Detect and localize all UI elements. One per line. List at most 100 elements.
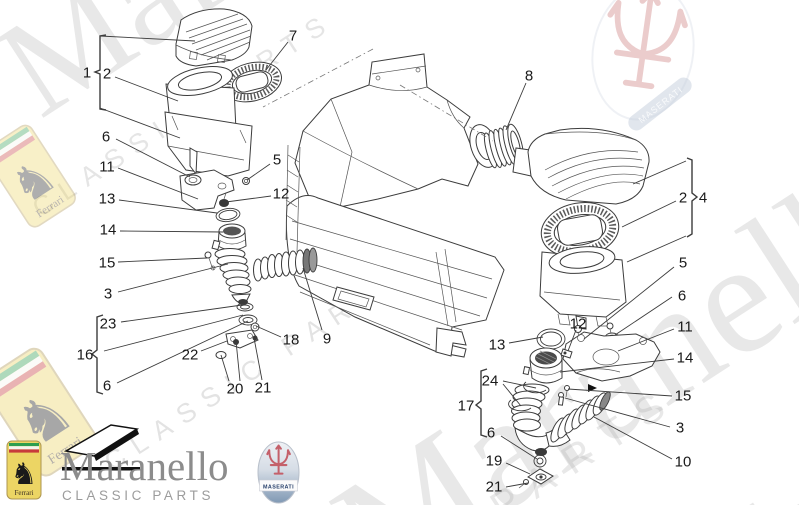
callout-22: 22 xyxy=(182,346,199,363)
callout-2: 2 xyxy=(679,189,687,206)
leader-line xyxy=(567,388,673,397)
leader-line xyxy=(117,167,199,200)
leader-line xyxy=(99,107,181,139)
leader-line xyxy=(614,296,673,336)
callout-11: 11 xyxy=(677,318,693,335)
leader-line xyxy=(220,354,230,382)
leader-line xyxy=(115,138,191,178)
group-brackets xyxy=(90,34,699,438)
callout-13: 13 xyxy=(489,336,506,353)
intake-duct xyxy=(294,53,499,208)
washer-6-bottom-right xyxy=(533,454,547,468)
callout-2: 2 xyxy=(103,65,111,82)
air-cleaner-body-left xyxy=(165,66,237,131)
leader-line xyxy=(119,230,224,233)
leader-line xyxy=(200,340,228,352)
callout-21: 21 xyxy=(486,478,503,495)
callout-17: 17 xyxy=(458,397,475,414)
clamp-12-right xyxy=(560,348,573,359)
corrugated-hose-3-left xyxy=(214,248,252,305)
callout-9: 9 xyxy=(323,330,331,347)
callout-21: 21 xyxy=(255,379,272,396)
support-bracket-left xyxy=(179,169,235,211)
leader-line xyxy=(225,195,272,203)
callout-15: 15 xyxy=(99,254,116,271)
callout-7: 7 xyxy=(289,27,297,44)
leader-lines xyxy=(99,35,687,488)
leader-line xyxy=(265,41,289,71)
hose-clamp-24a xyxy=(523,381,547,394)
leader-line xyxy=(500,435,538,460)
watermark-maserati-text: MASERATI xyxy=(637,84,685,125)
callout-24: 24 xyxy=(482,372,499,389)
logo-classic-parts-text: CLASSIC PARTS xyxy=(62,488,214,503)
callout-12: 12 xyxy=(570,315,587,332)
ferrari-badge xyxy=(6,440,42,500)
leader-line xyxy=(99,35,196,42)
plate-19 xyxy=(527,468,554,485)
leader-line xyxy=(114,76,179,102)
leader-line xyxy=(632,160,687,185)
callout-20: 20 xyxy=(227,380,244,397)
leader-line xyxy=(246,163,271,181)
leader-line xyxy=(505,82,527,131)
group-bracket xyxy=(90,314,104,395)
panel-foot xyxy=(435,327,467,357)
alignment-line xyxy=(399,84,494,142)
corrugated-elbow-17 xyxy=(511,383,552,456)
air-cleaner-base-left xyxy=(164,111,253,177)
washer-23 xyxy=(236,302,254,312)
leader-line xyxy=(583,266,675,340)
leader-line xyxy=(617,328,675,352)
logo-maranello-text: Maranello xyxy=(60,443,228,489)
callout-15: 15 xyxy=(675,387,692,404)
leader-line xyxy=(564,397,671,428)
adapter-14-right xyxy=(522,347,563,384)
leader-line xyxy=(253,337,263,381)
air-cleaner-base-right xyxy=(539,246,627,330)
flow-arrow xyxy=(588,384,597,392)
group-bracket xyxy=(93,34,107,111)
callout-11: 11 xyxy=(99,158,115,175)
group-bracket xyxy=(474,368,488,438)
leader-line xyxy=(120,304,243,323)
maserati-roundel: MASERATI xyxy=(257,441,300,504)
watermark-maserati-roundel: MASERATI xyxy=(591,0,695,131)
callout-5: 5 xyxy=(679,254,687,271)
callout-6: 6 xyxy=(103,377,111,394)
pin-3-right xyxy=(557,392,565,406)
air-filter-element-left xyxy=(222,61,282,103)
leader-line xyxy=(626,235,687,263)
leader-line xyxy=(559,358,675,373)
diagram-art xyxy=(164,8,661,489)
leader-line xyxy=(117,263,229,293)
callout-19: 19 xyxy=(486,452,503,469)
radiator-panel xyxy=(285,144,505,358)
callout-6: 6 xyxy=(487,424,495,441)
callout-8: 8 xyxy=(525,67,533,84)
o-ring-13-left xyxy=(215,207,241,223)
logo-arrow-ribbon xyxy=(62,424,140,471)
leader-line xyxy=(502,383,522,407)
leader-line xyxy=(505,462,531,475)
leader-line xyxy=(502,380,537,389)
callout-14: 14 xyxy=(677,349,694,366)
group-bracket xyxy=(686,157,699,238)
leader-line xyxy=(118,199,218,214)
elbow-hose-9 xyxy=(253,247,318,282)
plug-12-left xyxy=(219,192,229,207)
leader-line xyxy=(302,267,323,331)
grommet-16 xyxy=(238,314,258,326)
callout-6: 6 xyxy=(102,128,110,145)
gasket-8 xyxy=(483,123,524,169)
sleeve-14-left xyxy=(211,223,247,251)
leader-line xyxy=(103,314,244,352)
callout-6: 6 xyxy=(678,287,686,304)
callout-5: 5 xyxy=(273,151,281,168)
hose-clamp-24b xyxy=(508,399,532,412)
leader-line xyxy=(567,329,577,352)
callout-14: 14 xyxy=(100,221,117,238)
leader-line xyxy=(117,257,208,263)
